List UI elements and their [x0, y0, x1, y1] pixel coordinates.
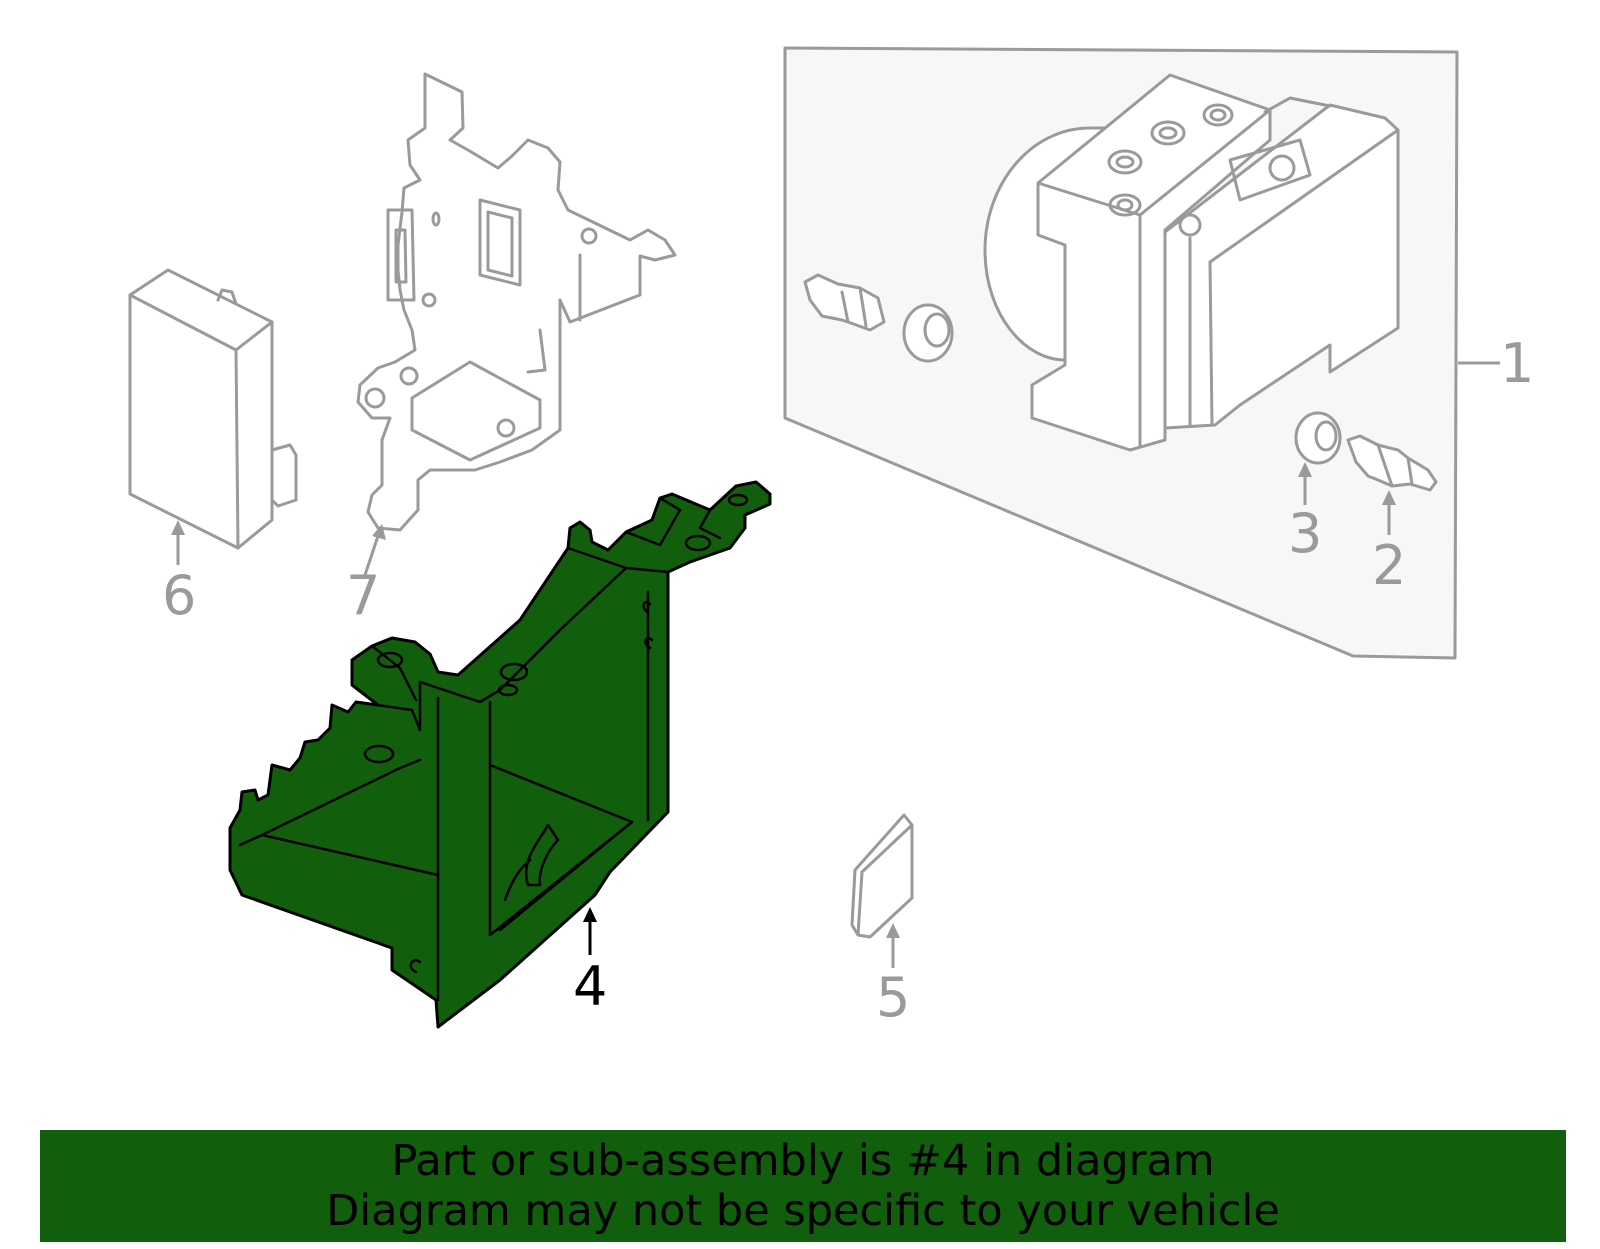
callout-4: 4 — [573, 955, 607, 1018]
callout-5: 5 — [876, 966, 910, 1029]
callout-3: 3 — [1288, 502, 1322, 565]
banner-line-part: Part or sub-assembly is #4 in diagram — [391, 1136, 1215, 1186]
bolt-part-2[interactable] — [1346, 434, 1438, 492]
grommet-part-3[interactable] — [1294, 411, 1342, 465]
callout-arrows — [171, 361, 1500, 968]
bracket-part-4-highlighted[interactable] — [228, 480, 772, 1029]
info-banner: Part or sub-assembly is #4 in diagram Di… — [40, 1130, 1566, 1242]
bracket-part-7[interactable] — [356, 72, 677, 532]
bolt-part-2-upper[interactable] — [803, 273, 886, 332]
grommet-part-3-upper[interactable] — [902, 303, 954, 363]
callout-2: 2 — [1372, 534, 1406, 597]
pad-part-5[interactable] — [850, 813, 914, 939]
control-module-part-6[interactable] — [128, 268, 298, 550]
callout-6: 6 — [162, 564, 196, 627]
abs-modulator-unit[interactable] — [983, 73, 1400, 452]
callout-1: 1 — [1500, 332, 1534, 395]
banner-line-disclaimer: Diagram may not be specific to your vehi… — [326, 1186, 1280, 1236]
callout-7: 7 — [346, 564, 380, 627]
